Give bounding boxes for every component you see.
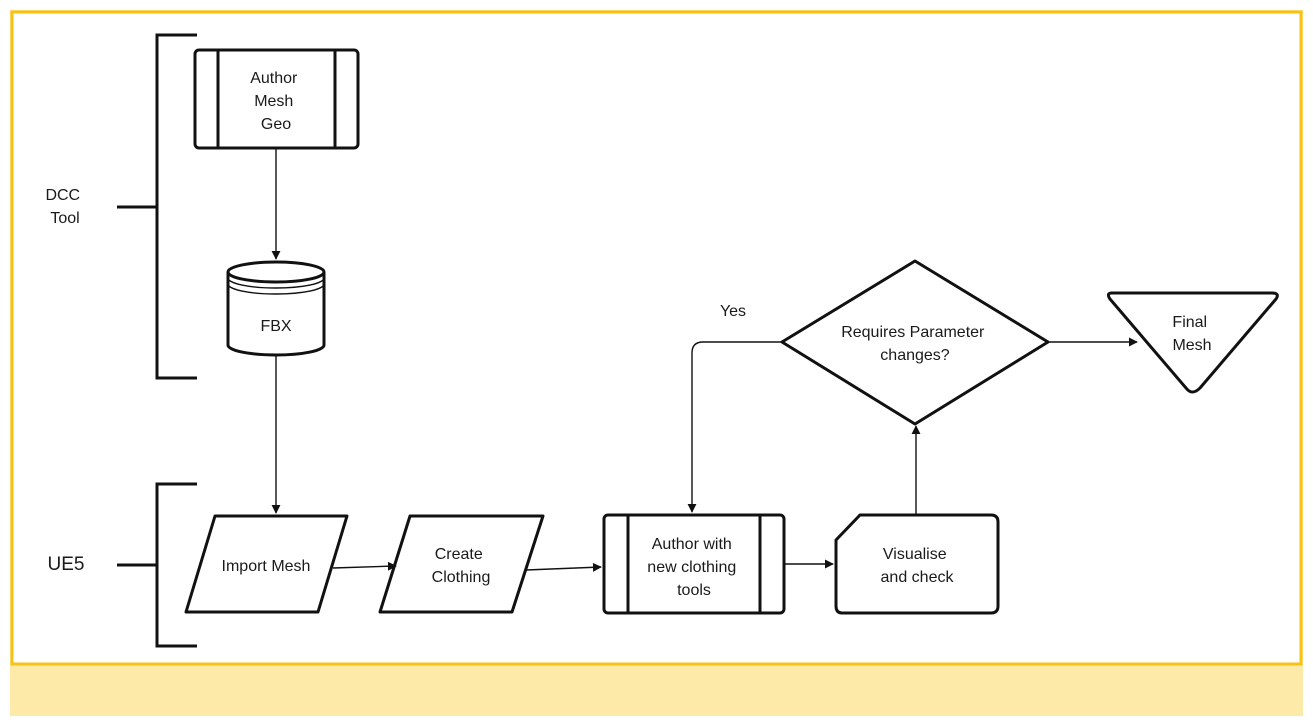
svg-text:Create Clothing: Create Clothing: [432, 546, 491, 586]
svg-text:Final Mesh: Final Mesh: [1172, 314, 1211, 354]
dcc-tool-label-line-1: DCC: [45, 187, 80, 204]
final-mesh-line-2: Mesh: [1172, 337, 1211, 354]
node-author-mesh-geo: Author Mesh Geo: [193, 48, 360, 150]
dcc-tool-label-line-2: Tool: [50, 210, 79, 227]
edge-decision-yes-loop: [687, 341, 782, 513]
create-clothing-line-1: Create: [435, 546, 483, 563]
edge-create-to-author: [525, 562, 602, 572]
node-final-mesh: Final Mesh: [1106, 291, 1279, 394]
svg-text:Author with new clothing: Author with new clothing tools: [647, 536, 740, 599]
svg-text:Requires Parameter chang: Requires Parameter changes?: [841, 324, 989, 364]
author-mesh-geo-line-1: Author: [250, 70, 298, 87]
decision-line-2: changes?: [880, 347, 949, 364]
edge-import-to-create: [332, 561, 397, 571]
node-fbx: FBX: [226, 260, 326, 357]
ue5-label: UE5: [48, 554, 85, 575]
fbx-label: FBX: [260, 318, 291, 335]
final-mesh-line-1: Final: [1172, 314, 1207, 331]
edge-yes-label: Yes: [720, 303, 746, 320]
node-import-mesh: Import Mesh: [184, 514, 349, 614]
ue5-bracket: [117, 482, 197, 648]
visualise-line-2: and check: [881, 569, 955, 586]
dcc-tool-label: DCC Tool: [45, 187, 84, 227]
node-visualise-check: Visualise and check: [834, 513, 1000, 615]
node-create-clothing: Create Clothing: [378, 514, 545, 614]
svg-text:Author Mesh Geo: Author Mesh Geo: [250, 70, 302, 133]
visualise-line-1: Visualise: [883, 546, 947, 563]
author-tools-line-1: Author with: [652, 536, 732, 553]
node-requires-parameter-decision: Requires Parameter changes?: [780, 259, 1050, 426]
node-author-clothing-tools: Author with new clothing tools: [602, 513, 786, 615]
author-tools-line-3: tools: [677, 582, 711, 599]
svg-text:Visualise and check: Visualise and check: [881, 546, 955, 586]
author-mesh-geo-line-2: Mesh: [254, 93, 293, 110]
create-clothing-line-2: Clothing: [432, 569, 491, 586]
author-tools-line-2: new clothing: [647, 559, 736, 576]
dcc-tool-bracket: [117, 33, 197, 380]
author-mesh-geo-line-3: Geo: [261, 116, 291, 133]
import-mesh-label: Import Mesh: [222, 558, 311, 575]
decision-line-1: Requires Parameter: [841, 324, 985, 341]
